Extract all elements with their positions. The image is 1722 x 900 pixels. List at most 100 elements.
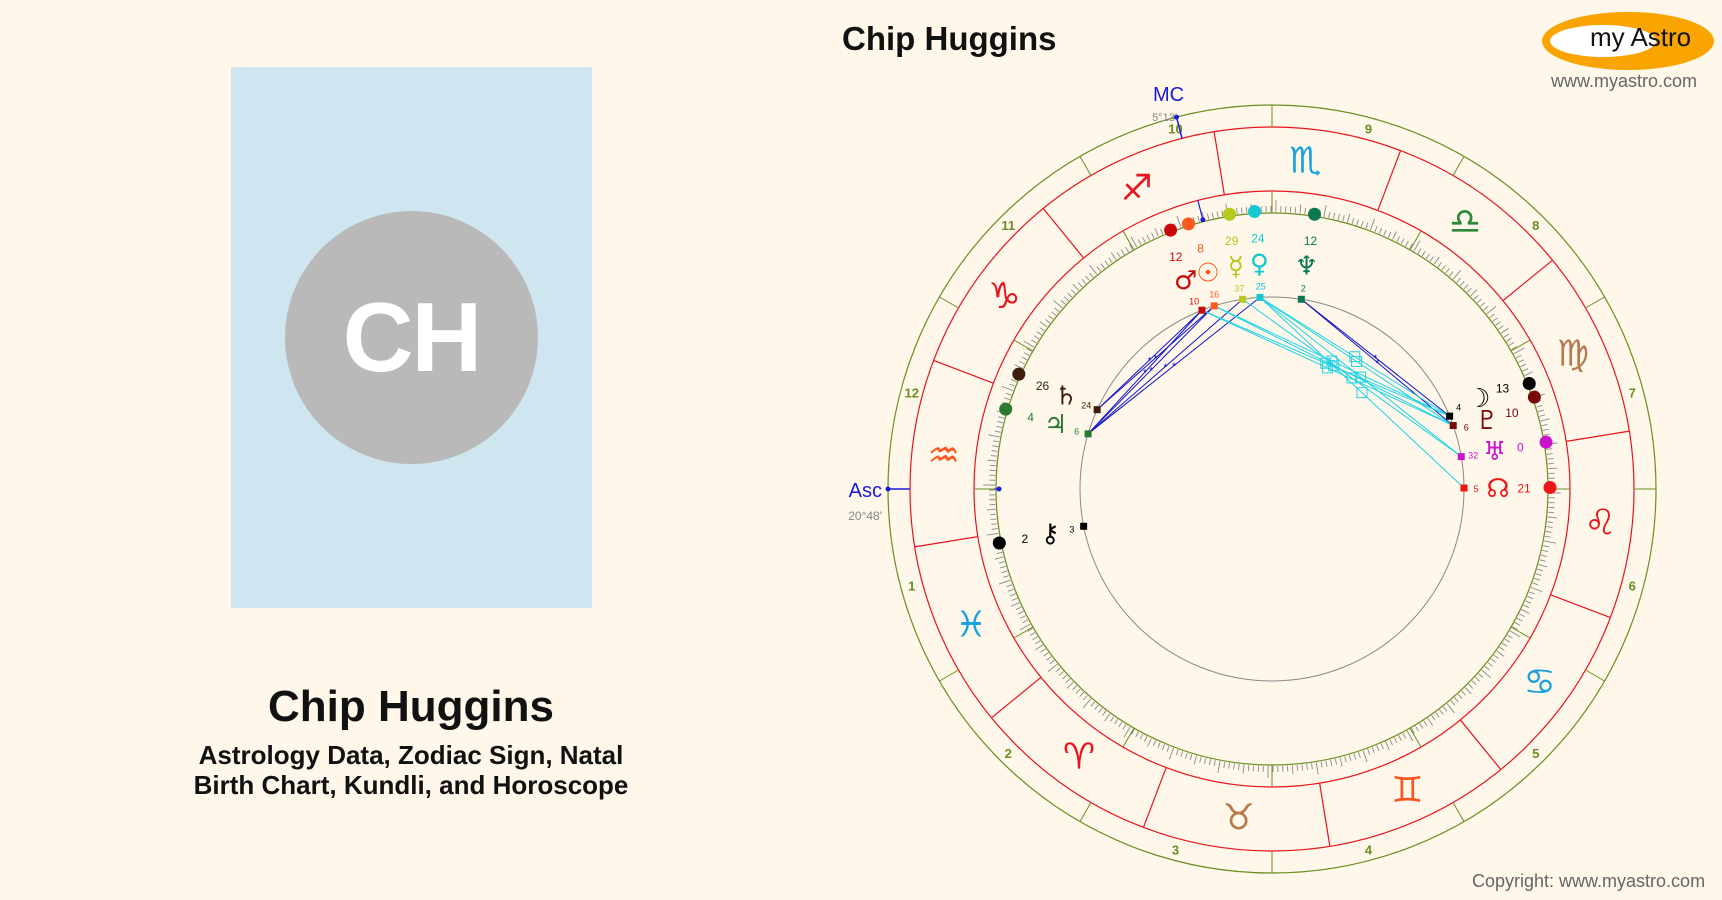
degree-tick [1487, 662, 1493, 667]
degree-tick [1083, 695, 1088, 701]
degree-tick [1058, 671, 1064, 676]
sign-boundary [914, 536, 978, 548]
degree-tick [1518, 359, 1524, 363]
degree-tick [1463, 284, 1469, 290]
asc-inner-dot [996, 486, 1002, 492]
aspect-line-trine [1259, 296, 1454, 426]
degree-tick [1369, 218, 1376, 231]
degree-tick [1130, 236, 1138, 248]
aspect-square-marker: * [1163, 363, 1167, 374]
degree-tick [1035, 644, 1044, 651]
degree-tick [1301, 764, 1304, 771]
degree-tick [1409, 243, 1414, 249]
saturn-icon: ♄ [1055, 382, 1078, 412]
degree-tick [1478, 673, 1484, 678]
planet-jupiter-minutes: 6 [1074, 426, 1079, 436]
sign-inner-circle [973, 190, 1571, 788]
degree-tick [1385, 741, 1390, 751]
degree-tick [1506, 337, 1512, 342]
degree-tick [1180, 751, 1184, 758]
planet-jupiter-dot [999, 402, 1013, 416]
house-cusp-outer [1452, 802, 1465, 822]
degree-tick [1001, 570, 1008, 574]
house-cusp-outer [1585, 669, 1605, 682]
degree-tick [991, 528, 998, 530]
house-cusp-inner [1013, 339, 1034, 352]
degree-tick [1208, 759, 1212, 766]
degree-tick [1504, 638, 1511, 643]
degree-tick [997, 421, 1004, 424]
degree-tick [1484, 665, 1490, 671]
degree-tick [1398, 735, 1402, 741]
planet-node-dot [1543, 481, 1557, 495]
degree-tick [1527, 595, 1534, 600]
house-cusp-inner [1122, 230, 1135, 251]
degree-tick [1023, 352, 1030, 356]
degree-tick [1052, 299, 1063, 309]
degree-tick [1036, 331, 1043, 336]
aspect-square-marker: * [1172, 362, 1176, 373]
degree-tick [1049, 659, 1055, 665]
degree-tick [1387, 231, 1392, 238]
planet-jupiter-degree: 4 [1027, 411, 1034, 425]
zodiac-pisces-icon: ♓ [955, 604, 987, 645]
sign-boundary [1566, 430, 1630, 442]
degree-tick [1535, 573, 1542, 576]
myastro-logo[interactable]: my Astro [1542, 12, 1714, 70]
degree-tick [1441, 265, 1446, 271]
degree-tick [1043, 652, 1049, 657]
degree-tick [1513, 347, 1525, 355]
degree-tick [998, 579, 1011, 585]
house-cusp-inner [1409, 727, 1422, 748]
degree-tick [1474, 676, 1480, 682]
degree-tick [1006, 584, 1013, 588]
sign-boundary [1502, 259, 1553, 302]
degree-tick [1392, 231, 1397, 240]
degree-tick [1204, 757, 1207, 764]
degree-tick [1114, 718, 1119, 725]
degree-tick [1060, 300, 1066, 305]
degree-tick [1034, 640, 1041, 645]
degree-tick [1009, 383, 1015, 387]
degree-tick [1242, 764, 1245, 774]
house-cusp-outer [939, 669, 959, 682]
planet-jupiter-aspect-point [1084, 430, 1092, 438]
degree-tick [996, 551, 1003, 555]
degree-tick [1154, 227, 1159, 237]
planet-neptune-degree: 12 [1304, 234, 1318, 248]
degree-tick [1311, 763, 1313, 770]
degree-tick [1435, 712, 1440, 718]
degree-tick [1356, 219, 1359, 226]
planet-uranus-dot [1539, 435, 1553, 449]
zodiac-libra-icon: ♎ [1449, 201, 1481, 242]
degree-tick [1123, 726, 1131, 738]
degree-tick [1515, 354, 1522, 359]
degree-tick [1466, 287, 1472, 293]
degree-tick [1496, 650, 1505, 657]
degree-tick [1146, 234, 1151, 241]
degree-tick [1102, 710, 1107, 716]
degree-tick [1433, 256, 1440, 265]
degree-tick [1360, 220, 1364, 227]
degree-tick [1072, 685, 1078, 691]
degree-tick [1543, 545, 1550, 548]
logo-url-link[interactable]: www.myastro.com [1551, 71, 1698, 91]
degree-tick [1545, 530, 1552, 533]
degree-tick [1529, 591, 1535, 595]
degree-tick [1339, 757, 1343, 767]
degree-tick [998, 561, 1005, 564]
degree-tick [1542, 549, 1549, 553]
moon-icon: ☽ [1467, 384, 1490, 414]
degree-tick [994, 430, 1001, 433]
degree-tick [1330, 759, 1333, 766]
degree-tick [1351, 217, 1355, 224]
degree-tick [1096, 266, 1102, 272]
aspect-trine-marker [1355, 371, 1367, 383]
aspect-line-square [1087, 298, 1243, 435]
degree-tick [1481, 669, 1492, 679]
zodiac-aquarius-icon: ♒ [928, 436, 960, 477]
mc-degree: 5°13' [1152, 112, 1177, 124]
degree-tick [1157, 742, 1161, 749]
degree-tick [1161, 744, 1166, 751]
degree-tick [1066, 681, 1074, 689]
